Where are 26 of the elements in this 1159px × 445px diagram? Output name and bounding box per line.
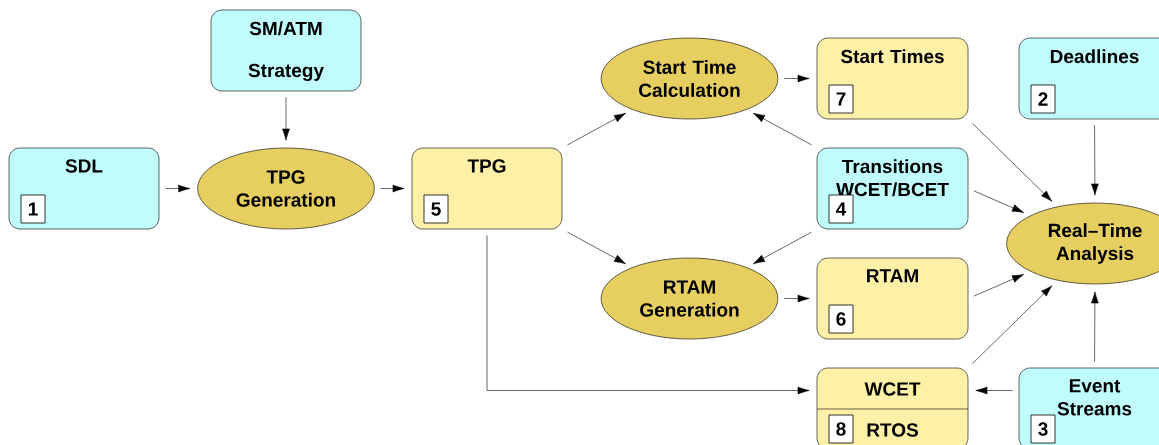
arrow bbox=[973, 274, 1024, 297]
arrow bbox=[975, 386, 1013, 395]
arrow bbox=[783, 294, 810, 303]
number-tag: 7 bbox=[828, 84, 854, 114]
arrow bbox=[380, 184, 405, 193]
arrow bbox=[973, 190, 1024, 213]
arrow bbox=[165, 184, 191, 193]
arrow bbox=[567, 231, 626, 265]
arrow bbox=[972, 285, 1053, 364]
number-tag: 2 bbox=[1030, 84, 1056, 114]
arrow bbox=[753, 112, 812, 146]
process-box: SM/ATM Strategy bbox=[210, 9, 362, 92]
arrow bbox=[486, 235, 810, 395]
number-tag: 8 bbox=[828, 414, 854, 444]
number-tag: 4 bbox=[828, 194, 854, 224]
number-tag: 5 bbox=[423, 194, 449, 224]
arrow bbox=[282, 97, 290, 141]
arrow bbox=[783, 74, 810, 83]
arrow bbox=[567, 112, 626, 146]
arrow bbox=[972, 123, 1053, 202]
number-tag: 6 bbox=[828, 304, 854, 334]
number-tag: 3 bbox=[1030, 414, 1056, 444]
arrow bbox=[753, 231, 812, 265]
number-tag: 1 bbox=[20, 194, 46, 224]
arrow bbox=[1091, 125, 1099, 196]
arrow bbox=[1091, 291, 1099, 362]
